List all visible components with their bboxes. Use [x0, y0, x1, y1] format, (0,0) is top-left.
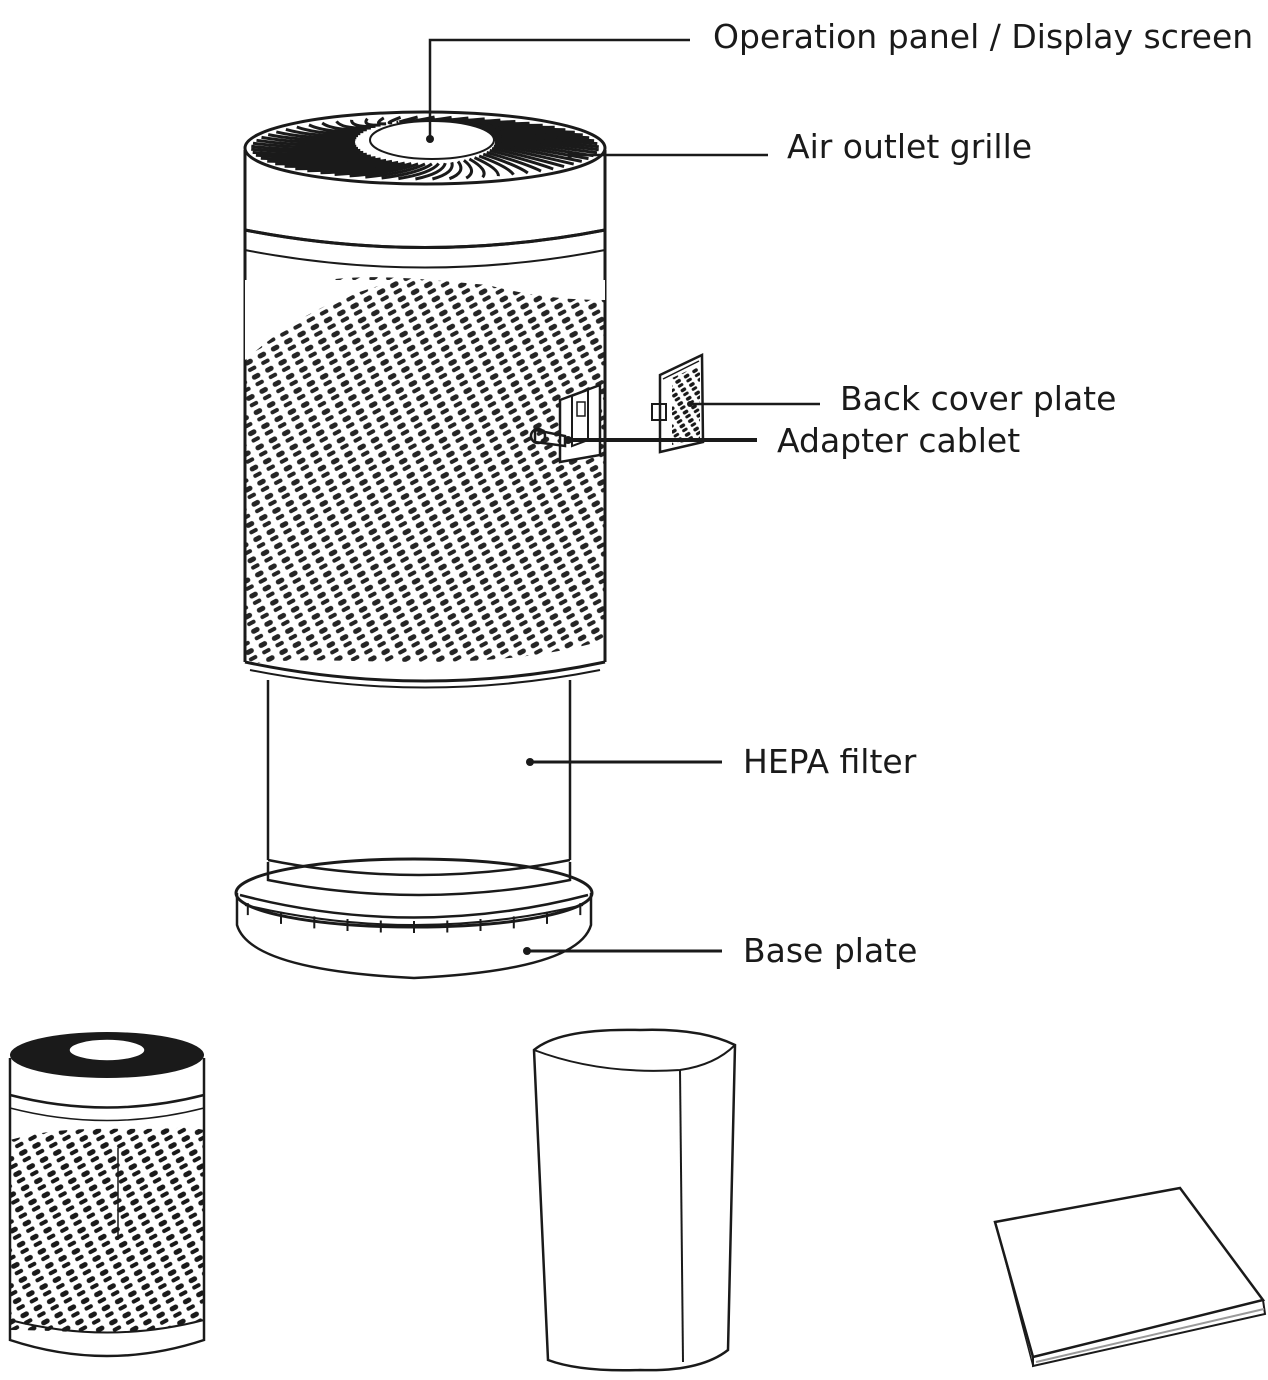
grille-spoke [486, 130, 598, 146]
grille-spoke [296, 125, 361, 136]
grille-spoke [489, 148, 554, 171]
grille-spoke [295, 159, 393, 171]
grille-spoke [255, 152, 367, 159]
grille-spoke [376, 116, 387, 126]
grille-spoke [494, 140, 589, 161]
label-back-cover-plate: Back cover plate [840, 379, 1116, 418]
grille-spoke [260, 154, 372, 161]
grille-spoke [462, 159, 474, 180]
main-purifier [234, 110, 607, 980]
base-plate-assembly [234, 857, 594, 980]
user-manual-booklet [993, 1186, 1267, 1368]
grille-spoke [335, 120, 371, 130]
grille-spoke [493, 136, 598, 155]
grille-spoke [321, 121, 367, 132]
grille-spoke [308, 123, 364, 134]
label-hepa-filter: HEPA filter [743, 742, 917, 781]
grille-spoke [261, 135, 356, 145]
grille-spoke [349, 162, 419, 178]
filter-bag [532, 1028, 737, 1372]
top-cap [243, 110, 607, 249]
grille-spoke [493, 144, 575, 166]
label-adapter-cablet: Adapter cablet [777, 421, 1020, 460]
perforated-body [243, 230, 607, 689]
grille-spoke [387, 115, 402, 125]
grille-spoke [432, 161, 454, 181]
grille-spoke [468, 157, 486, 179]
grille-spoke [473, 156, 500, 177]
back-port [558, 383, 602, 464]
grille-spoke [284, 158, 387, 168]
grille-spoke [267, 133, 356, 142]
grille-spoke [398, 162, 440, 181]
grille-spoke [364, 117, 381, 127]
assembled-purifier-thumbnail [8, 1032, 206, 1358]
grille-spoke [251, 147, 361, 154]
grille-spoke [252, 150, 364, 156]
grille-spoke [251, 144, 359, 152]
grille-spoke [491, 134, 599, 152]
grille-spoke [365, 162, 426, 179]
grille-spoke [256, 138, 356, 147]
grille-spoke [275, 130, 357, 140]
grille-spoke [275, 157, 381, 166]
grille-spoke [350, 119, 376, 129]
grille-spoke [381, 162, 433, 180]
grille-spoke [482, 152, 529, 175]
grille-spoke [334, 162, 412, 176]
outlet-grille-ring [251, 115, 599, 181]
grille-spoke [489, 132, 599, 149]
grille-spoke [320, 161, 406, 175]
grille-spoke [415, 162, 447, 181]
grille-spoke [478, 154, 515, 176]
grille-spoke [396, 115, 418, 124]
grille-spoke [486, 150, 542, 173]
grille-spoke [307, 160, 399, 173]
grille-spoke [285, 127, 359, 138]
label-base-plate: Base plate [743, 931, 917, 970]
label-operation-panel: Operation panel / Display screen [713, 17, 1253, 56]
base-ribs [246, 903, 582, 933]
callout-lines [428, 38, 820, 953]
callout-labels: Operation panel / Display screen Air out… [713, 17, 1253, 970]
hepa-filter-cylinder [266, 680, 572, 877]
grille-spoke [252, 141, 357, 149]
grille-spoke [491, 146, 565, 169]
grille-spoke [448, 160, 463, 181]
grille-spoke [267, 156, 376, 164]
label-air-outlet-grille: Air outlet grille [787, 127, 1032, 166]
grille-spoke [494, 142, 583, 163]
